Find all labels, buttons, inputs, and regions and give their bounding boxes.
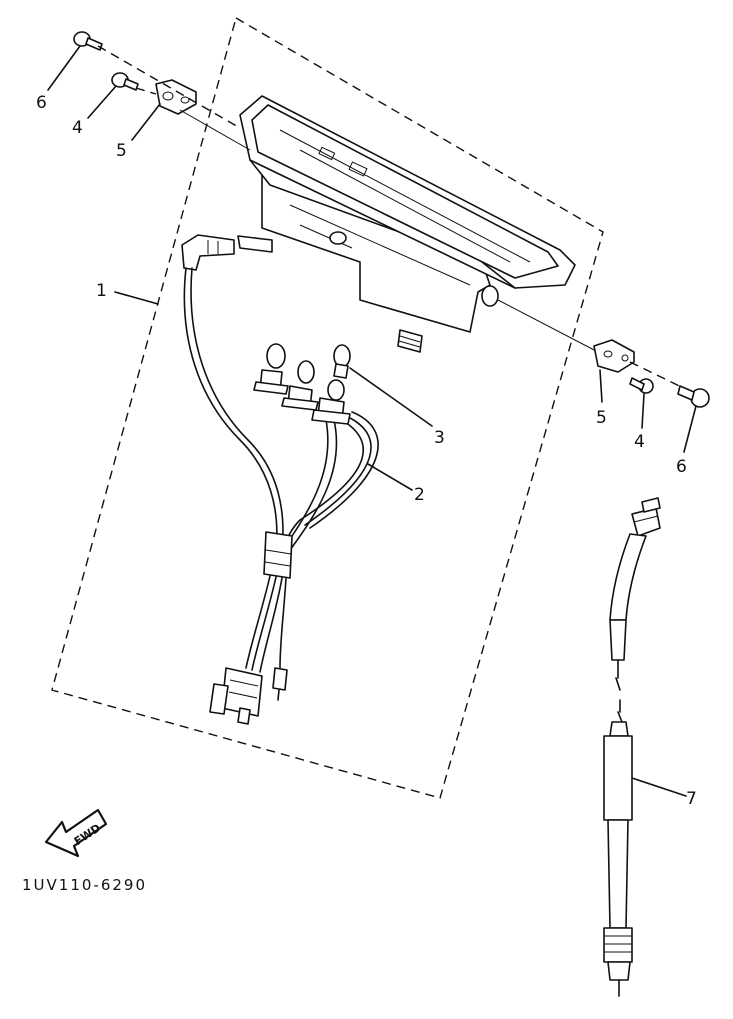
callout-2: 2 (414, 485, 425, 505)
callout-6-right: 6 (676, 457, 687, 477)
wire-harness (183, 267, 379, 725)
leader-lines (47, 45, 697, 797)
callout-3: 3 (434, 428, 445, 448)
callout-4-left: 4 (72, 118, 83, 138)
bulb-sockets (253, 343, 351, 425)
fwd-arrow-icon: FWD (44, 808, 108, 858)
left-hardware (73, 31, 251, 151)
callout-4-right: 4 (634, 432, 645, 452)
assembly-boundary (51, 16, 604, 799)
callout-6-left: 6 (36, 93, 47, 113)
drawing-code: 1UV110-6290 (22, 876, 147, 894)
callout-5-left: 5 (116, 141, 127, 161)
meter-assembly (181, 95, 576, 353)
callout-1: 1 (96, 281, 107, 301)
meter-cable (603, 497, 661, 997)
callout-7: 7 (686, 789, 697, 809)
callout-5-right: 5 (596, 408, 607, 428)
right-hardware (497, 299, 710, 408)
